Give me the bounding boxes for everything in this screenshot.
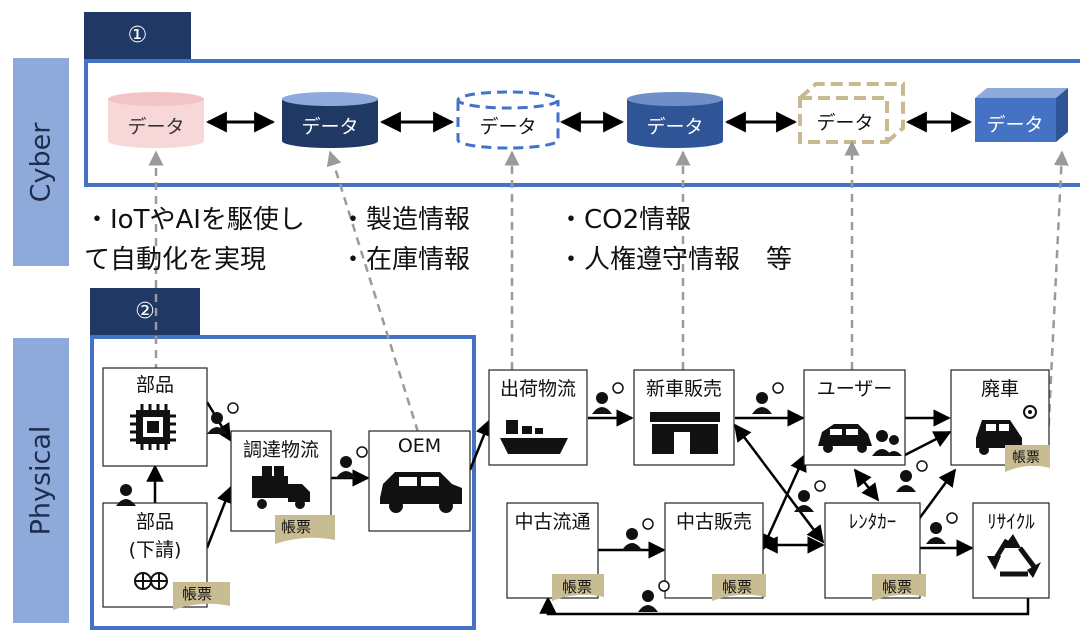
recycle-icon <box>987 534 1041 578</box>
database-6-label: データ <box>986 114 1044 136</box>
database-3-label: データ <box>479 116 537 138</box>
node-recycle: ﾘｻｲｸﾙ <box>973 505 1049 535</box>
node-user: ユーザー <box>804 372 905 402</box>
person-icon <box>896 460 928 492</box>
note-mfg-line-2: ・在庫情報 <box>340 245 471 275</box>
person-icons <box>116 382 958 612</box>
note-co2-line-1: ・CO2情報 <box>558 205 692 235</box>
voucher-used-dist: 帳票 <box>562 578 593 596</box>
node-used-dist-label: 中古流通 <box>514 511 591 533</box>
person-icon <box>638 580 670 612</box>
node-user-label: ユーザー <box>816 378 893 400</box>
database-4-label: データ <box>646 116 704 138</box>
voucher-subparts: 帳票 <box>182 585 213 603</box>
node-used-sales-label: 中古販売 <box>675 511 752 533</box>
tab-one-label: ① <box>127 23 148 48</box>
database-5-label: データ <box>816 112 874 134</box>
note-co2: ・CO2情報 ・人権遵守情報 等 <box>558 200 792 280</box>
node-subparts-label-2: (下請) <box>128 539 182 561</box>
database-1 <box>108 92 204 148</box>
car-icon <box>380 472 462 513</box>
note-iot: ・IoTやAIを駆使し て自動化を実現 <box>84 200 305 280</box>
tab-two: ② <box>90 288 200 335</box>
node-rental-label: ﾚﾝﾀｶｰ <box>848 511 897 533</box>
note-mfg: ・製造情報 ・在庫情報 <box>340 200 470 280</box>
node-procurement: 調達物流 <box>231 433 331 463</box>
database-2 <box>282 92 378 148</box>
note-co2-line-2: ・人権遵守情報 等 <box>558 245 793 275</box>
node-parts: 部品 <box>103 368 207 398</box>
node-new-sales-label: 新車販売 <box>645 378 722 400</box>
person-icon <box>207 402 239 434</box>
physical-band: Physical <box>13 338 69 623</box>
user-car-icon <box>818 424 902 456</box>
voucher-scrap: 帳票 <box>1012 450 1040 466</box>
node-user-box <box>803 369 906 466</box>
person-icon <box>592 382 624 414</box>
node-scrap-label: 廃車 <box>980 378 1019 400</box>
tab-one: ① <box>84 12 191 59</box>
node-recycle-box <box>972 502 1050 599</box>
wheels-icon <box>134 572 168 590</box>
voucher-used-sales: 帳票 <box>722 578 753 596</box>
node-used-sales: 中古販売 <box>665 505 763 535</box>
physical-frame <box>90 335 476 630</box>
node-shipping: 出荷物流 <box>489 372 587 402</box>
node-procurement-label: 調達物流 <box>242 439 319 461</box>
database-5 <box>798 82 905 144</box>
database-6 <box>975 88 1068 142</box>
cyber-band: Cyber <box>13 58 69 266</box>
node-new-sales: 新車販売 <box>634 372 734 402</box>
node-used-dist: 中古流通 <box>507 505 598 535</box>
person-icon <box>752 382 784 414</box>
voucher-shapes <box>173 445 1050 610</box>
chip-icon <box>130 404 176 450</box>
database-2-label: データ <box>301 116 359 138</box>
node-scrap: 廃車 <box>951 372 1049 402</box>
database-4 <box>627 92 723 148</box>
node-subparts: 部品 (下請) <box>103 505 207 565</box>
person-icon <box>116 484 136 506</box>
person-icon <box>622 518 654 550</box>
node-oem-label: OEM <box>397 435 442 457</box>
cyber-frame <box>84 59 1080 187</box>
node-oem: OEM <box>369 433 470 463</box>
node-shipping-label: 出荷物流 <box>499 378 576 400</box>
note-iot-line-1: ・IoTやAIを駆使し <box>84 205 305 235</box>
note-mfg-line-1: ・製造情報 <box>340 205 471 235</box>
node-parts-label: 部品 <box>135 374 174 396</box>
database-3 <box>456 90 560 150</box>
person-icon <box>794 480 826 512</box>
person-icon <box>336 446 368 478</box>
node-rental: ﾚﾝﾀｶｰ <box>825 505 920 535</box>
database-1-label: データ <box>127 116 185 138</box>
cargo-ship-icon <box>500 420 568 454</box>
node-subparts-label-1: 部品 <box>135 511 174 533</box>
voucher-rental: 帳票 <box>882 578 913 596</box>
delivery-truck-icon <box>252 466 310 509</box>
voucher-procurement: 帳票 <box>281 518 312 536</box>
tab-two-label: ② <box>135 299 155 324</box>
note-iot-line-2: て自動化を実現 <box>84 245 267 275</box>
store-icon <box>650 412 720 454</box>
node-recycle-label: ﾘｻｲｸﾙ <box>987 511 1035 533</box>
person-icon <box>926 512 958 544</box>
